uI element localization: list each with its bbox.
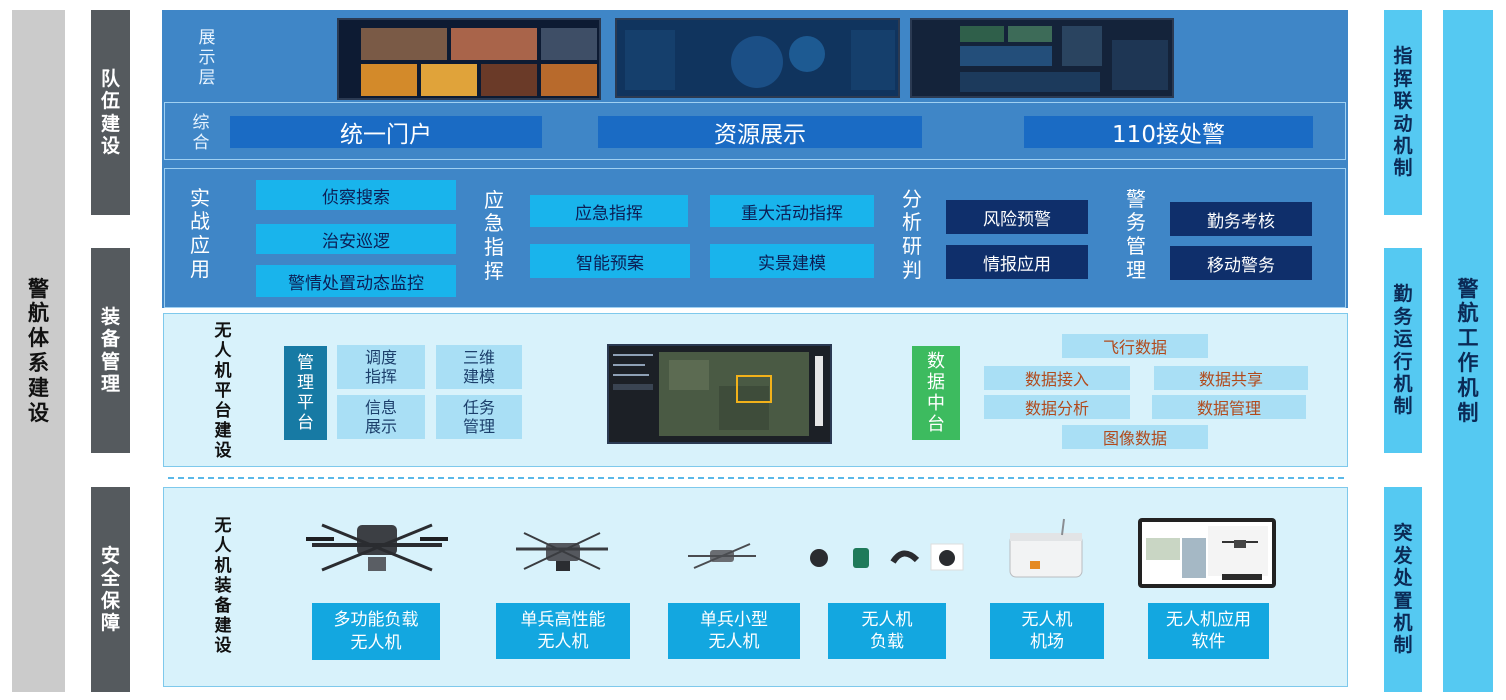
emergency-mechanism-label: 突发处置机制 <box>1393 522 1413 657</box>
platform-map-screen <box>607 344 832 444</box>
duty-assessment-box: 勤务考核 <box>1170 202 1312 236</box>
equipment-mgmt-label: 装备管理 <box>100 305 120 395</box>
data-center-box: 数据中台 <box>912 346 960 440</box>
team-building-bar: 队伍建设 <box>91 10 130 215</box>
info-display-module: 信息展示 <box>337 395 425 439</box>
map-screen-icon <box>617 20 898 96</box>
app-software-image <box>1138 518 1276 588</box>
duty-mechanism-bar: 勤务运行机制 <box>1384 248 1422 453</box>
command-mechanism-label: 指挥联动机制 <box>1393 45 1413 180</box>
tablet-app-icon <box>1142 522 1272 584</box>
patrol-box: 治安巡逻 <box>256 224 456 254</box>
outer-right-label: 警航工作机制 <box>1457 276 1479 425</box>
live-modeling-box: 实景建模 <box>710 244 874 278</box>
flight-data-box: 飞行数据 <box>1062 334 1208 358</box>
command-mechanism-bar: 指挥联动机制 <box>1384 10 1422 215</box>
platform-title: 无人机平台建设 <box>214 320 232 462</box>
equipment-title: 无人机装备建设 <box>214 515 232 657</box>
map-screen-icon <box>609 346 830 442</box>
payload-box: 无人机负载 <box>828 603 946 659</box>
map-dashboard-screen <box>615 18 900 98</box>
app-software-box: 无人机应用软件 <box>1148 603 1269 659</box>
emergency-mechanism-bar: 突发处置机制 <box>1384 487 1422 692</box>
outer-left-bar: 警航体系建设 <box>12 10 65 692</box>
small-drone-image <box>684 540 760 574</box>
drone-dock-box: 无人机机场 <box>990 603 1104 659</box>
video-wall-icon <box>361 28 597 96</box>
drone-icon <box>516 532 608 571</box>
small-drone-box: 单兵小型无人机 <box>668 603 800 659</box>
safety-bar: 安全保障 <box>91 487 130 692</box>
combat-label: 实战应用 <box>190 185 210 281</box>
team-building-label: 队伍建设 <box>100 67 120 157</box>
integrated-row <box>164 102 1346 160</box>
outer-left-label: 警航体系建设 <box>28 276 49 425</box>
modeling-module: 三维建模 <box>436 345 522 389</box>
section-divider <box>168 477 1344 479</box>
intel-application-box: 情报应用 <box>946 245 1088 279</box>
integrated-label: 综合 <box>192 112 210 153</box>
emergency-command-box: 应急指挥 <box>530 195 688 227</box>
dock-station-icon <box>1009 518 1083 578</box>
alarm-handling-box: 110接处警 <box>1024 116 1313 148</box>
recon-search-box: 侦察搜索 <box>256 180 456 210</box>
payload-image <box>805 540 965 574</box>
dynamic-monitoring-box: 警情处置动态监控 <box>256 265 456 297</box>
major-event-command-box: 重大活动指挥 <box>710 195 874 227</box>
risk-warning-box: 风险预警 <box>946 200 1088 234</box>
resource-display-box: 资源展示 <box>598 116 922 148</box>
equipment-mgmt-bar: 装备管理 <box>91 248 130 453</box>
monitor-wall-screen <box>910 18 1174 98</box>
emergency-label: 应急指挥 <box>484 187 504 283</box>
monitor-wall-icon <box>912 20 1172 96</box>
data-access-box: 数据接入 <box>984 366 1130 390</box>
drone-dock-image <box>1004 517 1088 585</box>
data-sharing-box: 数据共享 <box>1154 366 1308 390</box>
data-mgmt-box: 数据管理 <box>1152 395 1306 419</box>
unified-portal-box: 统一门户 <box>230 116 542 148</box>
multi-payload-drone-image <box>302 515 452 587</box>
image-data-box: 图像数据 <box>1062 425 1208 449</box>
task-mgmt-module: 任务管理 <box>436 395 522 439</box>
police-mgmt-label: 警务管理 <box>1126 186 1146 282</box>
outer-right-bar: 警航工作机制 <box>1443 10 1493 692</box>
smart-plan-box: 智能预案 <box>530 244 690 278</box>
safety-label: 安全保障 <box>100 544 120 634</box>
applications-row <box>164 168 1346 308</box>
high-performance-drone-image <box>510 525 614 583</box>
mgmt-platform-box: 管理平台 <box>284 346 327 440</box>
data-analysis-box: 数据分析 <box>984 395 1130 419</box>
duty-mechanism-label: 勤务运行机制 <box>1393 283 1413 418</box>
mobile-police-box: 移动警务 <box>1170 246 1312 280</box>
camera-payload-icon <box>810 543 964 571</box>
video-wall-screen <box>337 18 601 100</box>
drone-icon <box>306 523 448 572</box>
display-layer-label: 展示层 <box>198 27 216 89</box>
multi-payload-drone-box: 多功能负载无人机 <box>312 603 440 660</box>
high-performance-drone-box: 单兵高性能无人机 <box>496 603 630 659</box>
analysis-label: 分析研判 <box>902 186 922 282</box>
drone-icon <box>688 543 756 569</box>
dispatch-module: 调度指挥 <box>337 345 425 389</box>
